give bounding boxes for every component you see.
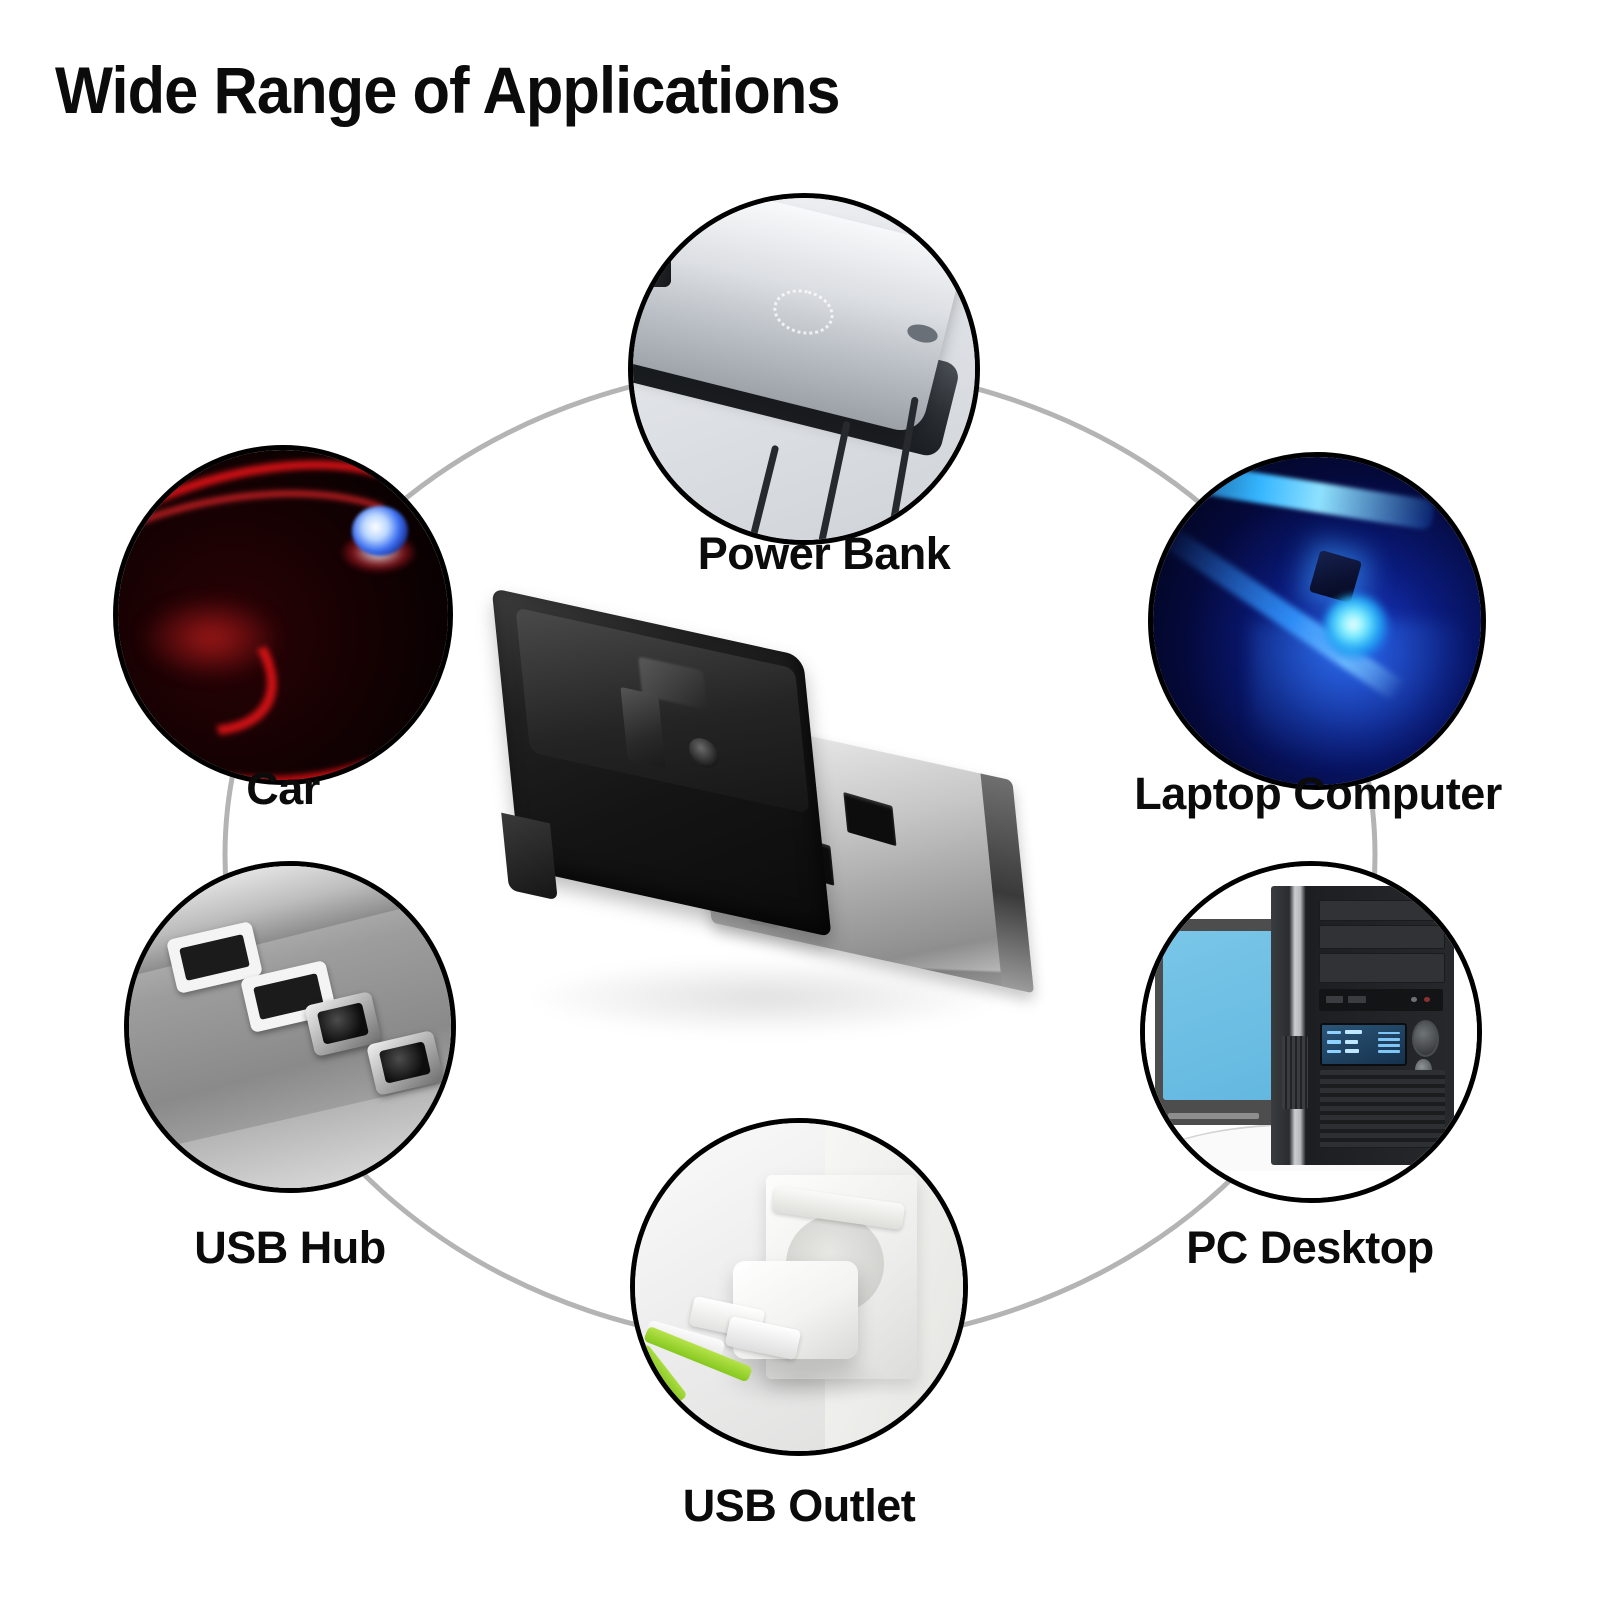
cable-plug-3 [633, 198, 671, 287]
label-laptop-computer: Laptop Computer [1134, 768, 1502, 819]
product-shadow [532, 959, 997, 1035]
lcd-bar-3 [1378, 1044, 1400, 1047]
label-usb-hub: USB Hub [194, 1222, 386, 1273]
power-bank-illustration [633, 198, 975, 540]
laptop-illustration [1153, 457, 1481, 785]
power-led [1424, 996, 1431, 1003]
usb-hub-illustration [129, 866, 451, 1188]
hdd-led [1410, 996, 1417, 1003]
car-photo[interactable] [113, 445, 453, 785]
car-illustration [118, 450, 448, 780]
pc-desktop-photo[interactable] [1140, 861, 1482, 1203]
housing-foot [501, 812, 558, 901]
label-pc-desktop: PC Desktop [1186, 1222, 1434, 1273]
lcd-bar-1 [1378, 1031, 1400, 1035]
lcd-value-1 [1345, 1030, 1362, 1035]
monitor-buttons [1168, 1112, 1259, 1119]
usb-outlet-photo[interactable] [630, 1118, 968, 1456]
pc-tower-case [1271, 885, 1454, 1165]
front-usb-slot-2 [1348, 996, 1366, 1003]
usb-outlet-illustration [635, 1123, 963, 1451]
front-usb-slot-1 [1326, 996, 1344, 1003]
label-car: Car [246, 763, 320, 814]
label-power-bank: Power Bank [697, 528, 951, 579]
usb-hub-photo[interactable] [124, 861, 456, 1193]
car-blue-led [352, 506, 409, 556]
blue-led-core [1323, 594, 1390, 661]
pc-desktop-illustration [1145, 866, 1477, 1198]
label-usb-outlet: USB Outlet [682, 1480, 916, 1531]
lcd-value-2 [1345, 1039, 1358, 1044]
tower-vent-grille [1320, 1069, 1445, 1149]
lcd-label-1 [1327, 1030, 1341, 1035]
monitor-screen [1162, 931, 1280, 1101]
lcd-label-2 [1327, 1040, 1341, 1044]
lcd-value-3 [1345, 1049, 1360, 1054]
side-mesh-vent [1282, 1036, 1308, 1109]
lcd-label-3 [1327, 1049, 1341, 1054]
monitor [1154, 919, 1288, 1125]
laptop-computer-photo[interactable] [1148, 452, 1486, 790]
lcd-bar-4 [1378, 1050, 1400, 1054]
power-button [1411, 1019, 1440, 1058]
drive-bay-1 [1318, 899, 1445, 922]
page-title: Wide Range of Applications [55, 53, 841, 127]
power-bank-photo[interactable] [628, 193, 980, 545]
drive-bay-3 [1318, 952, 1445, 983]
tower-lcd-display [1320, 1022, 1407, 1066]
drive-bay-2 [1318, 924, 1445, 950]
lcd-bar-2 [1378, 1037, 1400, 1041]
car-red-glow [137, 595, 283, 681]
front-io-panel [1318, 989, 1443, 1012]
product-usb-led-adapter[interactable] [492, 587, 1040, 1082]
